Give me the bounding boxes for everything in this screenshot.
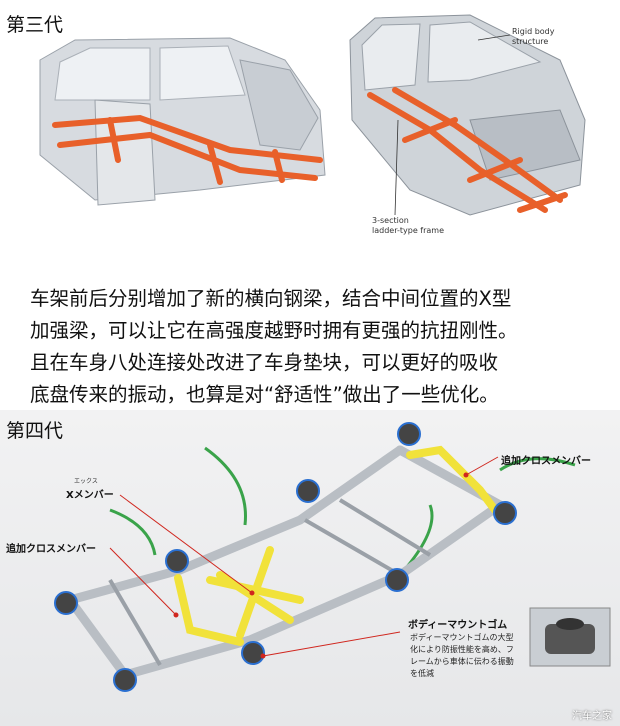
third-gen-illustrations <box>39 14 586 216</box>
paragraph-line-2: 加强梁，可以让它在高强度越野时拥有更强的抗扭刚性。 <box>30 319 518 342</box>
fourth-gen-panel: 第四代 <box>0 410 620 726</box>
callout-rigid-body-line2: structure <box>512 37 549 46</box>
body-mount-6 <box>54 591 78 615</box>
callout-ladder-frame: 3-section ladder-type frame <box>372 216 444 236</box>
callout-frame-leader <box>394 119 399 216</box>
paragraph-line-3: 且在车身八处连接处改进了车身垫块，可以更好的吸收 <box>30 351 499 374</box>
body-mounts <box>54 422 517 692</box>
description-panel <box>0 262 620 410</box>
fourth-gen-chassis <box>54 422 611 692</box>
third-gen-frame-right <box>367 87 568 213</box>
label-leaders <box>109 456 499 659</box>
paragraph-line-4: 底盘传来的振动，也算是对“舒适性”做出了一些优化。 <box>30 383 499 406</box>
body-mount-1 <box>397 422 421 446</box>
callout-ladder-frame-line1: 3-section <box>372 216 409 225</box>
third-gen-label: 第三代 <box>6 14 64 36</box>
label-x-member-ruby: エックス <box>74 478 98 485</box>
callout-rigid-body: Rigid body structure <box>512 27 555 47</box>
motion-arrow-right <box>499 457 576 472</box>
callout-body-leader <box>477 34 511 41</box>
mount-desc-line2: 化により防振性能を高め、フ <box>410 645 514 654</box>
body-mount-5 <box>385 568 409 592</box>
callout-rigid-body-line1: Rigid body <box>512 27 555 36</box>
body-mount-7 <box>241 641 265 665</box>
callout-ladder-frame-line2: ladder-type frame <box>372 226 445 235</box>
third-gen-body-right <box>349 14 586 216</box>
mount-desc-line1: ボディーマウントゴムの大型 <box>410 633 514 642</box>
fourth-gen-label: 第四代 <box>6 420 64 442</box>
mount-desc-line3: レームから車体に伝わる振動 <box>410 657 514 666</box>
body-mount-description: ボディーマウントゴムの大型 化により防振性能を高め、フ レームから車体に伝わる振… <box>410 632 514 680</box>
label-cross-member-front: 追加クロスメンバー <box>6 544 96 555</box>
added-cross-members <box>174 445 499 646</box>
body-mount-8 <box>113 668 137 692</box>
label-body-mount: ボディーマウントゴム <box>408 620 508 631</box>
mount-desc-line4: を低減 <box>410 669 434 678</box>
label-cross-member-rear: 追加クロスメンバー <box>501 456 591 467</box>
body-mount-3 <box>493 501 517 525</box>
body-mount-2 <box>296 479 320 503</box>
paragraph-line-1: 车架前后分别增加了新的横向钢梁，结合中间位置的X型 <box>30 287 512 310</box>
description-paragraph: 车架前后分别增加了新的横向钢梁，结合中间位置的X型 加强梁，可以让它在高强度越野… <box>30 283 610 411</box>
third-gen-panel: 第三代 <box>0 0 620 262</box>
chassis-inner-members <box>108 498 432 667</box>
motion-arrow-left <box>109 508 157 556</box>
body-mount-4 <box>165 549 189 573</box>
mount-detail-inset <box>529 607 611 667</box>
watermark: 汽车之家 <box>572 711 612 722</box>
motion-arrow-top <box>204 446 247 526</box>
third-gen-frame-left <box>52 114 323 185</box>
label-x-member: Xメンバー <box>66 490 114 501</box>
